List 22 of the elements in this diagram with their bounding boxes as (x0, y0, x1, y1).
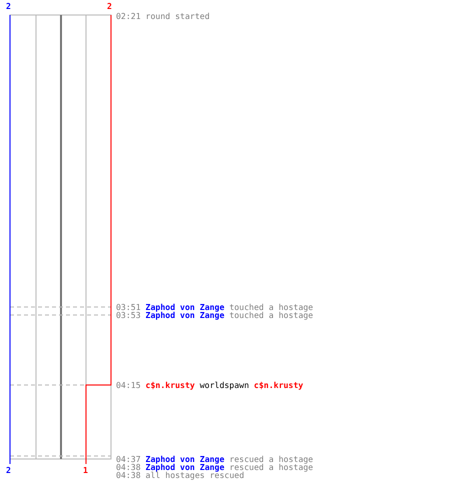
event-text: all hostages rescued (146, 470, 244, 480)
event-text: round started (146, 11, 210, 21)
event-text: rescued a hostage (229, 454, 314, 464)
player-name: c$n.krusty (254, 380, 304, 390)
team-count: 2 (6, 2, 11, 10)
player-name: c$n.krusty (146, 380, 195, 390)
player-name: Zaphod von Zange (146, 302, 224, 312)
event-time: 04:38 (116, 470, 141, 480)
team-count: 1 (83, 466, 88, 474)
event-text: touched a hostage (229, 302, 314, 312)
event-time: 04:15 (116, 380, 141, 390)
event-time: 02:21 (116, 11, 141, 21)
event-time: 04:38 (116, 462, 141, 472)
event-time: 04:37 (116, 454, 141, 464)
event-text: rescued a hostage (229, 462, 314, 472)
event-time: 03:51 (116, 302, 141, 312)
event-time: 03:53 (116, 310, 141, 320)
team-count: 2 (107, 2, 112, 10)
entity-name: worldspawn (200, 380, 250, 390)
event-text: touched a hostage (229, 310, 314, 320)
team-count: 2 (6, 466, 11, 474)
player-name: Zaphod von Zange (146, 454, 224, 464)
